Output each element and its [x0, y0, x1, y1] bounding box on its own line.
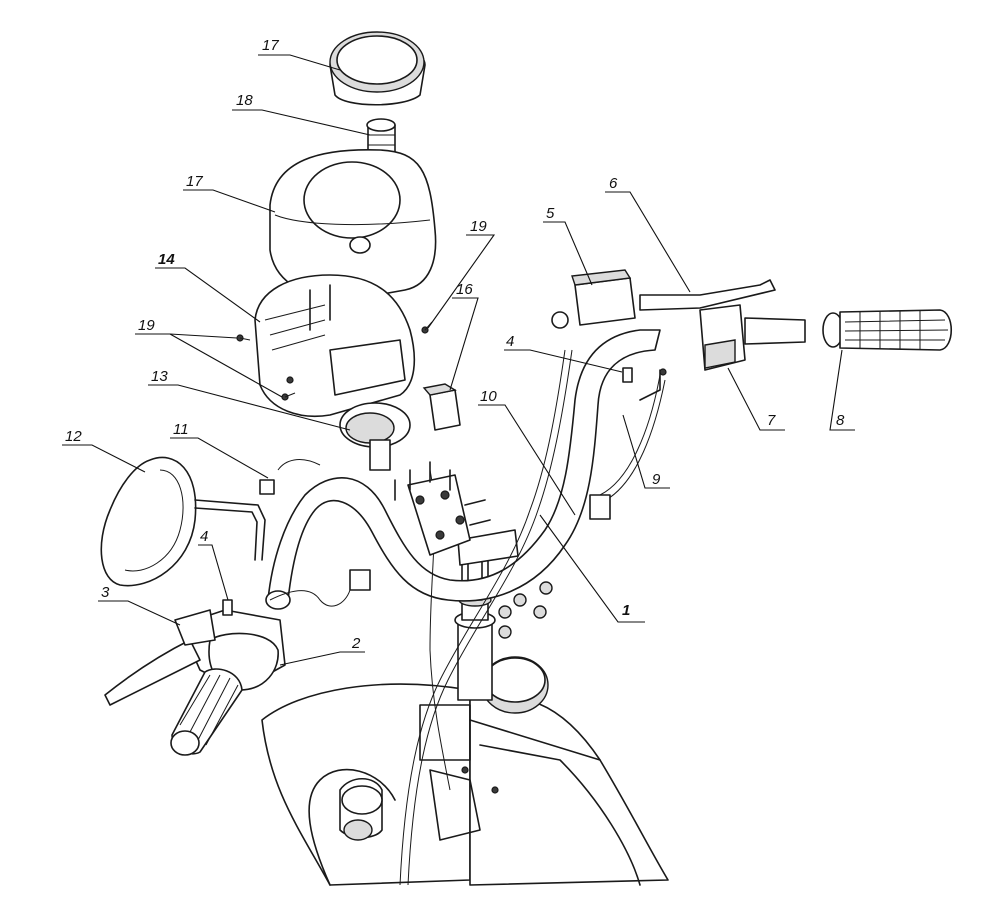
mounting-plate: [394, 461, 553, 639]
screws: [236, 321, 433, 401]
handlebar: [265, 329, 661, 610]
callout-4-right: 4: [506, 333, 514, 350]
callout-19-right: 19: [470, 218, 487, 235]
callout-11: 11: [173, 421, 189, 438]
meter-lens: [329, 31, 426, 106]
left-switch-assembly: [104, 609, 286, 706]
callout-6: 6: [609, 175, 618, 192]
left-grip: [170, 668, 243, 756]
callout-8: 8: [836, 412, 845, 429]
horn: [339, 402, 411, 471]
scooter-body: [261, 656, 669, 886]
callout-17: 17: [262, 37, 279, 54]
callout-2: 2: [351, 635, 361, 652]
right-switch: [699, 304, 806, 371]
callout-1: 1: [622, 602, 630, 619]
callout-4-left: 4: [200, 528, 208, 545]
headlight-housing: [254, 274, 416, 417]
callout-5: 5: [546, 205, 555, 222]
callout-9: 9: [652, 471, 661, 488]
callout-16: 18: [236, 92, 253, 109]
callout-19-left: 19: [138, 317, 155, 334]
callouts: 17 18 17 14 19 19 16 13 11 12 4 3: [62, 37, 855, 666]
callout-14: 14: [158, 251, 175, 268]
callout-7: 7: [767, 412, 776, 429]
callout-12: 12: [65, 428, 82, 445]
callout-13: 13: [151, 368, 168, 385]
callout-10: 10: [480, 388, 497, 405]
mirror: [100, 456, 266, 587]
right-grip: [822, 309, 952, 351]
headlight-cover: [269, 148, 437, 301]
callout-15: 17: [186, 173, 203, 190]
connectors: [222, 367, 667, 616]
master-cylinder: [551, 269, 776, 329]
callout-3: 3: [101, 584, 110, 601]
relay: [422, 383, 461, 431]
callout-18: 16: [456, 281, 473, 298]
